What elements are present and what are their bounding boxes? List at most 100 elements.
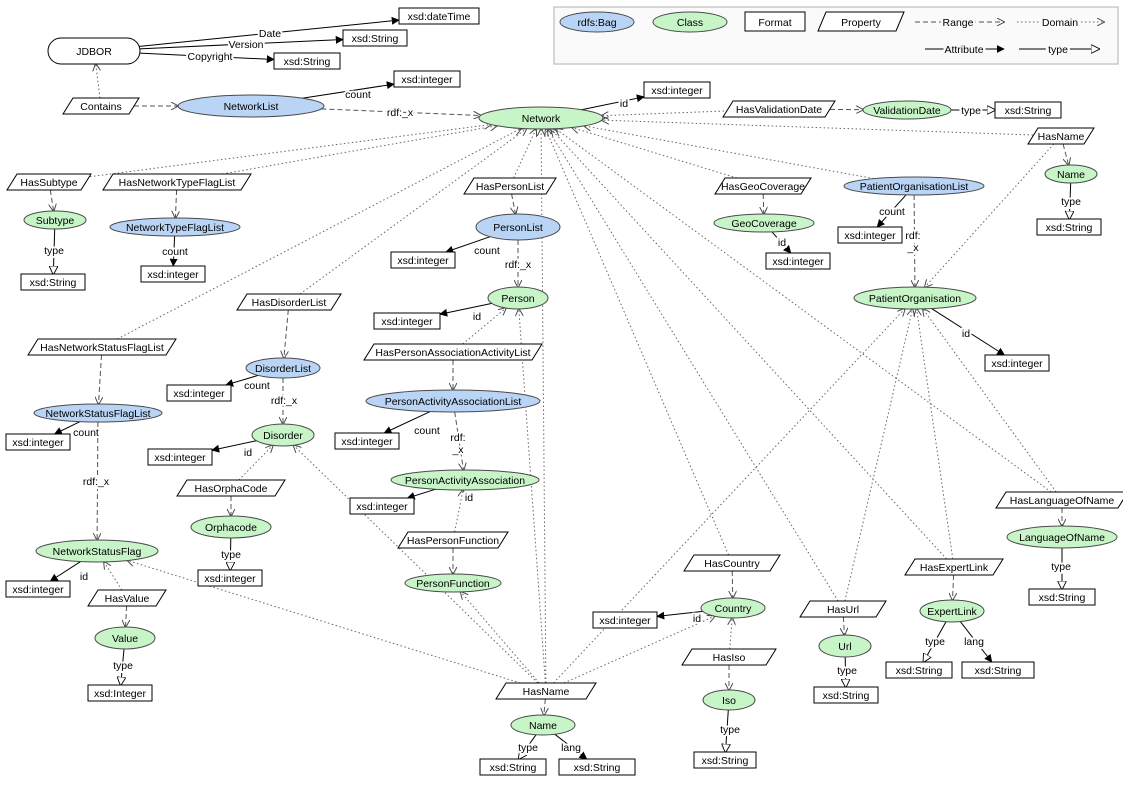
format-shape [1028,588,1096,606]
class-node-networkstatusflag: NetworkStatusFlag [35,539,159,563]
format-label: xsd:integer [401,74,453,86]
format-node-xsd-integer: xsd:integer [643,81,711,99]
edge-domain-p_hassubtype-to-c_network [85,125,491,178]
edge-label-type: type [113,660,133,672]
edge-domain-p_hasorpha-to-c_disorder [238,445,273,481]
format-shape [166,384,232,402]
bag-shape [245,357,321,379]
format-shape [984,354,1050,372]
prop-node-haslanguageofname: HasLanguageOfName [995,491,1123,509]
rounded-label: JDBOR [76,46,112,58]
prop-shape [495,682,597,700]
format-node-xsd-string: xsd:String [961,661,1035,679]
class-shape [190,515,272,539]
prop-node-hasurl: HasUrl [799,600,887,618]
format-shape [20,273,86,291]
edge-label-count: count [474,245,500,257]
edge-label-rdf-x: rdf:_x [450,432,465,456]
prop-label: HasUrl [827,604,859,616]
class-node-url: Url [818,634,872,658]
edge-label-rdf-x: rdf:_x [505,259,532,271]
edge-attr-b_dislist-to-f_dl_count [225,374,259,387]
format-label: xsd:String [1039,592,1086,604]
class-shape [390,469,540,491]
edge-attr-c_country-to-f_country_id [656,610,703,620]
prop-shape [714,177,812,195]
edge-attr-b_ntfl-to-f_ntfl_count [169,235,178,267]
format-node-xsd-integer: xsd:integer [166,384,232,402]
edge-type-c_subtype-to-f_subtype [53,228,54,274]
edge-attr-b_paal-to-f_paal_count [383,411,431,434]
edge-label-count: count [414,425,440,437]
edge-attr-c_po-to-f_po_id [931,308,1006,356]
edge-range-b_networklist-to-c_network [321,108,480,116]
format-label: xsd:String [352,33,399,45]
prop-node-haspersonassociationactivitylist: HasPersonAssociationActivityList [363,343,543,361]
edge-domain-p_hasurl-to-c_po [844,309,913,602]
format-shape [994,101,1062,119]
bag-node-patientorganisationlist: PatientOrganisationList [843,176,985,196]
prop-node-hascountry: HasCountry [683,554,781,572]
prop-node-hasgeocoverage: HasGeoCoverage [714,177,812,195]
class-node-name: Name [510,714,576,736]
bag-node-disorderlist: DisorderList [245,357,321,379]
prop-shape [683,554,781,572]
class-node-person: Person [487,286,549,310]
format-label: xsd:integer [147,269,199,281]
format-label: xsd:String [975,665,1022,677]
format-node-xsd-integer: xsd:Integer [87,684,153,702]
class-label: Subtype [36,215,75,227]
edge-type-c_orpha-to-f_orpha [230,537,231,570]
prop-label: HasCountry [704,558,760,570]
edge-domain-p_hasvalue-to-c_nsf [104,562,123,591]
prop-shape [463,177,557,195]
format-node-xsd-string: xsd:String [885,661,953,679]
edge-attr-c_paa-to-f_paa_id [406,488,436,500]
format-node-xsd-integer: xsd:integer [837,226,903,244]
prop-label: HasPersonAssociationActivityList [375,347,530,359]
edge-label-type: type [720,724,740,736]
prop-node-hasexpertlink: HasExpertLink [904,558,1004,576]
edge-domain-p_hasname_bot-to-c_po [553,309,905,684]
format-node-xsd-integer: xsd:integer [373,312,441,330]
prop-node-hassubtype: HasSubtype [6,173,92,191]
edge-attr-b_networklist-to-f_nl_count [302,81,395,99]
edge-domain-p_hasname_bot-to-c_nsf [128,561,521,684]
edge-domain-p_hasname_top-to-c_po [925,143,1055,287]
format-label: xsd:integer [12,584,64,596]
format-label: xsd:integer [12,437,64,449]
format-shape [5,433,71,451]
prop-node-hasnetworkstatusflaglist: HasNetworkStatusFlagList [27,338,177,356]
edge-attr-jdbor-to-f_copy [139,52,275,64]
bag-node-personlist: PersonList [475,213,561,241]
class-shape [23,210,87,230]
prop-node-hasname: HasName [495,682,597,700]
format-node-xsd-string: xsd:String [693,751,757,769]
bag-label: PersonList [493,222,543,234]
edge-attr-c_nsf-to-f_nsf_id [49,561,81,582]
prop-shape [722,100,836,118]
format-node-xsd-integer: xsd:integer [390,251,456,269]
class-label: Iso [722,695,736,707]
class-node-name: Name [1044,164,1098,184]
prop-label: HasGeoCoverage [721,181,805,193]
legend-format-swatch [744,11,806,32]
bag-shape [109,217,241,237]
prop-label: HasNetworkStatusFlagList [40,342,164,354]
class-label: Name [1057,169,1085,181]
edge-domain-p_hascountry-to-c_network [546,129,730,556]
format-label: xsd:integer [173,388,225,400]
format-shape [558,758,636,776]
edge-domain-p_hasdislist-to-c_network [299,129,526,295]
edge-domain-b_pol-to-c_network [584,126,874,180]
class-node-country: Country [700,597,766,619]
class-shape [862,100,952,120]
format-label: xsd:integer [991,358,1043,370]
edge-domain-p_contains-to-jdbor [96,64,100,99]
prop-shape [176,479,286,497]
class-label: ExpertLink [927,606,977,618]
class-shape [919,599,985,623]
format-shape [197,569,263,587]
bag-label: NetworkTypeFlagList [126,222,224,234]
